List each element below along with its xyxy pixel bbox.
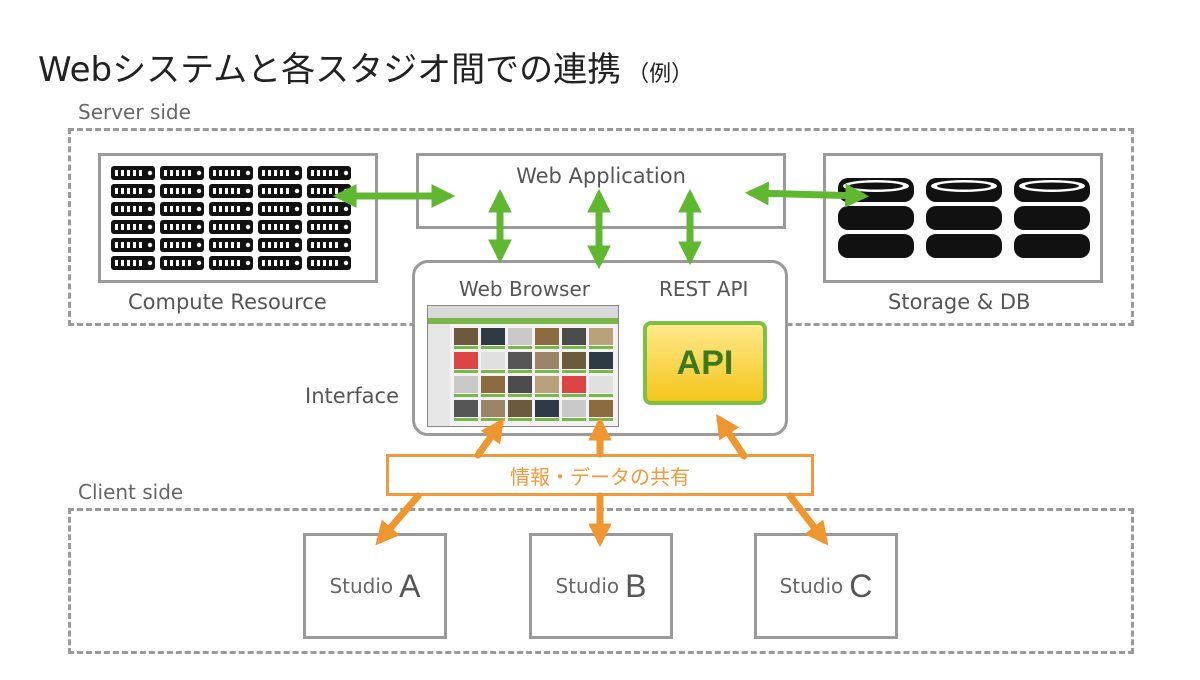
server-unit-icon xyxy=(307,238,351,252)
server-unit-icon xyxy=(160,184,204,198)
server-unit-icon xyxy=(258,166,302,180)
server-unit-icon xyxy=(258,184,302,198)
server-unit-icon xyxy=(258,220,302,234)
thumbnail-icon xyxy=(562,400,586,421)
database-icon xyxy=(838,178,1090,258)
thumbnail-icon xyxy=(562,376,586,397)
database-cylinder-icon xyxy=(926,178,1002,258)
page-title-main: Webシステムと各スタジオ間での連携 xyxy=(38,50,622,90)
web-application-label: Web Application xyxy=(516,164,686,188)
thumbnail-icon xyxy=(481,328,505,349)
server-unit-icon xyxy=(258,238,302,252)
server-unit-icon xyxy=(209,166,253,180)
web-browser-screenshot xyxy=(427,305,619,427)
thumbnail-icon xyxy=(508,376,532,397)
server-unit-icon xyxy=(160,220,204,234)
thumbnail-icon xyxy=(535,328,559,349)
data-share-label: 情報・データの共有 xyxy=(510,464,690,489)
interface-label: Interface xyxy=(305,384,400,408)
page-title-suffix: （例） xyxy=(627,62,694,87)
server-unit-icon xyxy=(111,256,155,270)
server-unit-icon xyxy=(307,256,351,270)
thumbnail-icon xyxy=(535,400,559,421)
thumbnail-icon xyxy=(589,328,613,349)
studio-c-letter: C xyxy=(849,567,873,604)
arrow-webapp-storage xyxy=(744,181,870,208)
thumbnail-icon xyxy=(454,352,478,373)
server-unit-icon xyxy=(307,220,351,234)
thumbnail-icon xyxy=(481,376,505,397)
server-unit-icon xyxy=(209,256,253,270)
database-cylinder-icon xyxy=(1014,178,1090,258)
server-unit-icon xyxy=(209,184,253,198)
compute-resource-box xyxy=(98,153,378,283)
server-unit-icon xyxy=(160,256,204,270)
server-rack-icon xyxy=(111,166,351,270)
studio-b-letter: B xyxy=(625,567,647,604)
arrow-share-studio-c xyxy=(786,492,829,546)
api-button[interactable]: API xyxy=(643,321,767,405)
web-browser-label: Web Browser xyxy=(459,277,591,301)
studio-c-name: Studio xyxy=(779,574,844,598)
server-unit-icon xyxy=(111,202,155,216)
thumbnail-icon xyxy=(535,352,559,373)
studio-b-name: Studio xyxy=(555,574,620,598)
compute-resource-label: Compute Resource xyxy=(128,290,327,314)
server-unit-icon xyxy=(111,166,155,180)
browser-thumbnail-grid xyxy=(428,306,618,426)
server-unit-icon xyxy=(160,238,204,252)
thumbnail-icon xyxy=(454,400,478,421)
server-unit-icon xyxy=(160,202,204,216)
server-unit-icon xyxy=(209,202,253,216)
server-unit-icon xyxy=(111,220,155,234)
server-side-label: Server side xyxy=(78,100,191,124)
api-button-label: API xyxy=(676,343,734,382)
rest-api-label: REST API xyxy=(659,277,749,301)
thumbnail-icon xyxy=(589,352,613,373)
thumbnail-icon xyxy=(508,328,532,349)
arrow-share-browser-left xyxy=(474,418,505,459)
thumbnail-icon xyxy=(481,352,505,373)
storage-db-box xyxy=(823,153,1103,283)
thumbnail-icon xyxy=(589,376,613,397)
studio-a-letter: A xyxy=(399,567,421,604)
server-unit-icon xyxy=(258,256,302,270)
server-unit-icon xyxy=(111,184,155,198)
thumbnail-icon xyxy=(562,352,586,373)
thumbnail-icon xyxy=(562,328,586,349)
interface-panel: Web Browser REST API API xyxy=(412,260,788,436)
thumbnail-icon xyxy=(454,328,478,349)
arrow-share-studio-a xyxy=(375,492,422,546)
thumbnail-icon xyxy=(508,400,532,421)
arrow-share-api xyxy=(716,414,748,460)
server-unit-icon xyxy=(258,202,302,216)
client-side-label: Client side xyxy=(78,480,184,504)
server-unit-icon xyxy=(209,238,253,252)
page-title: Webシステムと各スタジオ間での連携（例） xyxy=(38,42,693,91)
studio-a-name: Studio xyxy=(329,574,394,598)
server-unit-icon xyxy=(111,238,155,252)
thumbnail-icon xyxy=(454,376,478,397)
storage-db-label: Storage & DB xyxy=(888,290,1031,314)
thumbnail-icon xyxy=(508,352,532,373)
thumbnail-icon xyxy=(535,376,559,397)
server-unit-icon xyxy=(307,166,351,180)
server-unit-icon xyxy=(160,166,204,180)
server-unit-icon xyxy=(209,220,253,234)
